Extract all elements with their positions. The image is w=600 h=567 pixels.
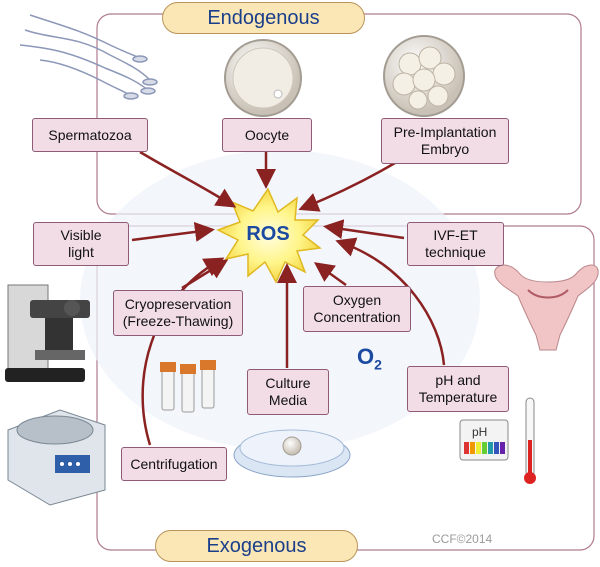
arrow-centrifugation xyxy=(141,257,225,446)
arrow-spermatozoa xyxy=(139,150,237,208)
arrow-embryo xyxy=(298,158,401,212)
sperm-illustration xyxy=(19,14,158,100)
uterus-illustration xyxy=(494,264,599,351)
label-ph-temperature: pH and Temperature xyxy=(407,366,509,412)
embryo-illustration xyxy=(383,35,465,117)
arrow-oxygen xyxy=(313,262,347,287)
ph-strip-illustration: pH xyxy=(459,419,509,461)
microscope-illustration xyxy=(5,284,90,382)
exogenous-title: Exogenous xyxy=(155,530,358,562)
o2-label: O2 xyxy=(357,344,382,373)
label-oocyte: Oocyte xyxy=(222,118,312,152)
arrows xyxy=(131,150,446,446)
petri-dish-illustration xyxy=(233,429,351,478)
label-cryopreservation: Cryopreservation (Freeze-Thawing) xyxy=(113,290,243,336)
oocyte-illustration xyxy=(224,39,302,117)
label-culture-media: Culture Media xyxy=(247,369,329,415)
arrow-ph xyxy=(335,237,446,366)
ros-burst xyxy=(216,187,322,284)
ros-label: ROS xyxy=(246,222,290,245)
label-spermatozoa: Spermatozoa xyxy=(32,118,148,152)
centrifuge-illustration xyxy=(7,409,106,506)
label-centrifugation: Centrifugation xyxy=(121,447,227,481)
svg-text:pH: pH xyxy=(472,425,487,439)
arrow-visible-light xyxy=(131,221,215,242)
cryovials-illustration xyxy=(160,360,216,413)
copyright-credit: CCF©2014 xyxy=(432,532,493,546)
arrow-ivf xyxy=(323,219,405,240)
label-ivf-et: IVF-ET technique xyxy=(407,222,504,266)
label-embryo: Pre-Implantation Embryo xyxy=(381,118,509,164)
label-oxygen-concentration: Oxygen Concentration xyxy=(303,286,411,332)
label-visible-light: Visible light xyxy=(33,222,129,266)
thermometer-illustration xyxy=(524,397,536,484)
endogenous-title: Endogenous xyxy=(162,2,365,34)
